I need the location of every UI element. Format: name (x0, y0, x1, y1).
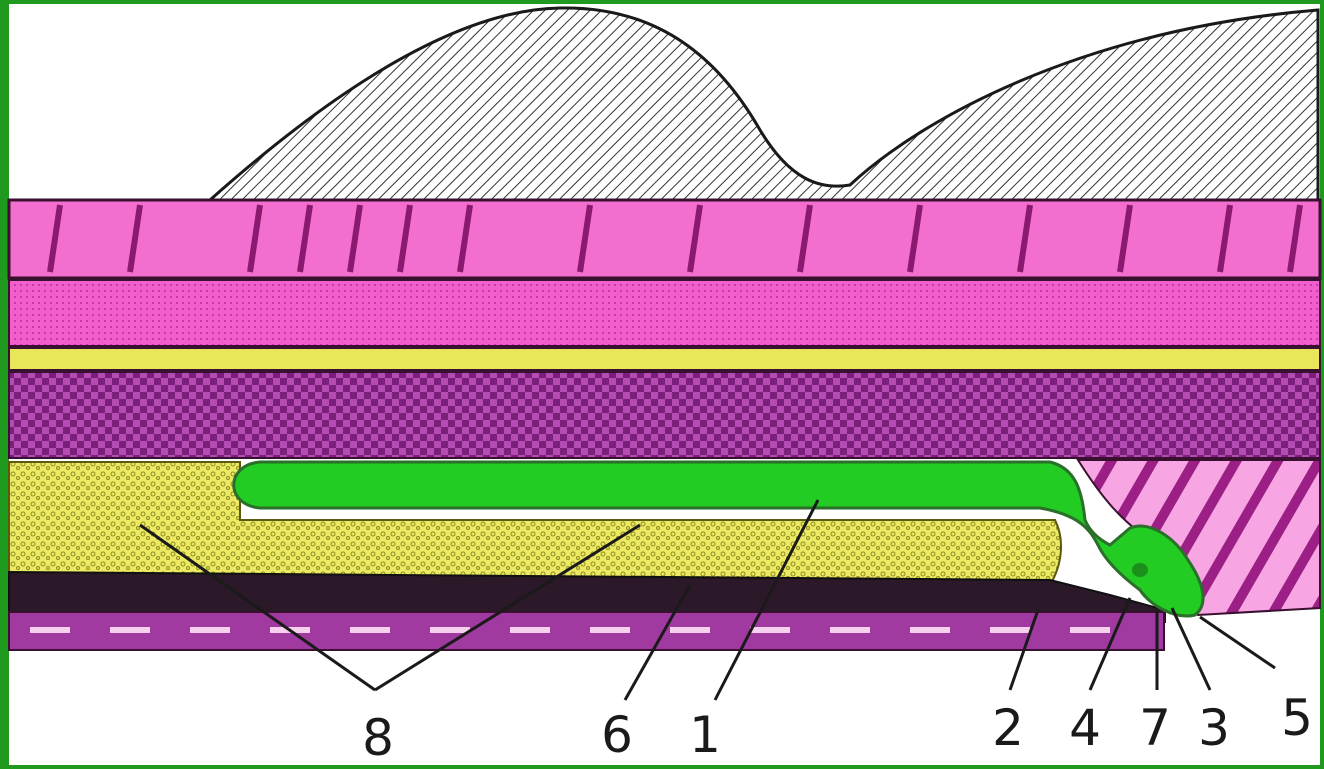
label-6: 6 (601, 706, 633, 764)
label-4: 4 (1069, 699, 1101, 757)
label-1: 1 (689, 706, 721, 764)
purple-checked-layer (9, 372, 1320, 458)
thin-yellow-layer (9, 348, 1320, 370)
label-8: 8 (362, 709, 394, 767)
hatched-surface-humps (210, 8, 1318, 215)
label-7: 7 (1139, 699, 1171, 757)
label-5: 5 (1281, 689, 1313, 747)
frame-left-strip (0, 0, 9, 769)
label-3: 3 (1198, 699, 1230, 757)
pink-dotted-layer (9, 280, 1320, 346)
label-2: 2 (992, 699, 1024, 757)
leader-5 (1200, 617, 1275, 668)
gland-duct-opening (1132, 563, 1148, 577)
